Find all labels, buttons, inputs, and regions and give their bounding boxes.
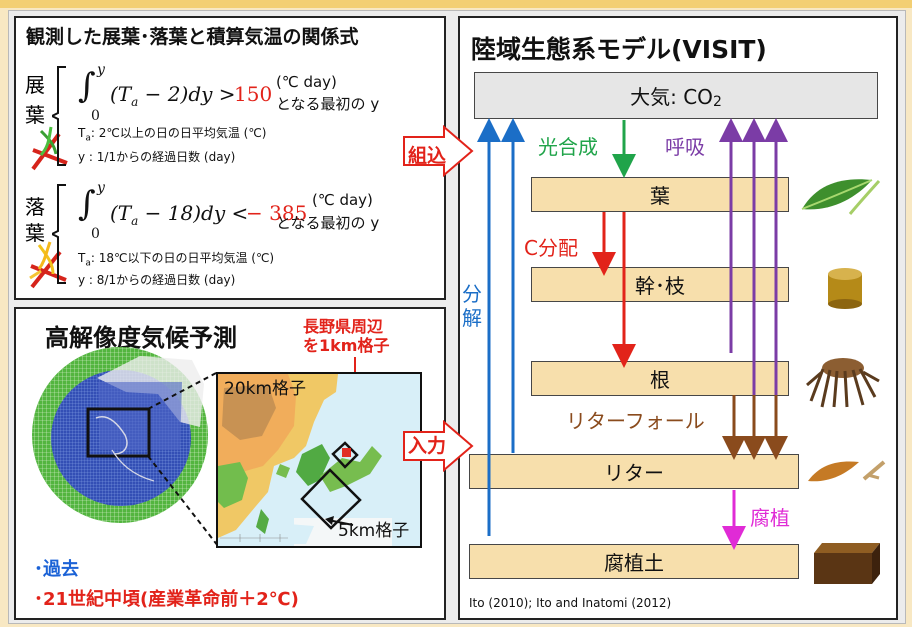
leaf-fall-integral-sign: ∫ xyxy=(78,184,96,224)
leaf-fall-note: となる最初の y xyxy=(276,214,380,232)
leaf-out-ta-description: Ta: 2℃以上の日の日平均気温 (℃) xyxy=(78,124,266,143)
leaf-out-expression-sub: a xyxy=(131,95,139,109)
leaf-fall-y-description: y : 8/1からの経過日数 (day) xyxy=(78,273,236,287)
leaf-fall-expression-left: (T xyxy=(110,201,132,225)
future-period-label: ･21世紀中頃(産業革命前＋2℃) xyxy=(34,589,299,610)
leaf-fall-ta-sub: a xyxy=(85,258,91,269)
leaf-out-expression: (Ta − 2)dy > xyxy=(110,82,236,109)
grid-20km-label: 20km格子 xyxy=(224,379,307,399)
humus-soil-pool-box: 腐植土 xyxy=(469,544,799,579)
photosynthesis-label: 光合成 xyxy=(538,135,598,159)
leaf-out-integral-sign: ∫ xyxy=(78,66,96,106)
litterfall-label: リターフォール xyxy=(566,409,705,433)
leaf-fall-label-2: 葉 xyxy=(25,221,45,245)
stem-icon xyxy=(828,268,862,309)
leaf-out-note: となる最初の y xyxy=(276,95,380,113)
respiration-label: 呼吸 xyxy=(665,135,705,159)
leaf-out-ta-sub: a xyxy=(85,133,91,144)
leaf-out-unit: (℃ day) xyxy=(276,73,337,91)
root-pool-box: 根 xyxy=(531,361,789,396)
leaf-out-label-2: 葉 xyxy=(25,103,45,127)
model-panel-title: 陸域生態系モデル(VISIT) xyxy=(471,35,767,64)
leaf-icon xyxy=(801,179,880,215)
litter-pool-box: リター xyxy=(469,454,799,489)
input-arrow-2 xyxy=(403,420,474,472)
region-label-line-1: 長野県周辺 xyxy=(303,317,384,336)
region-label-line-2: を1km格子 xyxy=(303,336,390,355)
leaf-out-expression-left: (T xyxy=(110,82,132,106)
stem-branch-pool-box: 幹･枝 xyxy=(531,267,789,302)
leaf-out-threshold: 150 xyxy=(234,82,273,106)
leaf-fall-upper-limit: y xyxy=(97,180,105,196)
leaf-out-lower-limit: 0 xyxy=(91,108,100,124)
humus-soil-icon xyxy=(814,543,880,584)
litter-icon xyxy=(808,460,886,482)
leaf-out-branch-icon xyxy=(31,126,68,171)
leaf-fall-ta-description: Ta: 18℃以下の日の日平均気温 (℃) xyxy=(78,249,274,268)
leaf-out-label-1: 展 xyxy=(25,73,45,97)
input-arrow-1 xyxy=(403,125,474,177)
leaf-out-y-description: y : 1/1からの経過日数 (day) xyxy=(78,150,236,164)
carbon-flow-arrows xyxy=(477,118,788,550)
citation-text: Ito (2010); Ito and Inatomi (2012) xyxy=(469,596,672,610)
atmosphere-label: 大気: CO xyxy=(630,85,713,109)
leaf-out-ta-symbol: T xyxy=(78,126,86,140)
past-period-label: ･過去 xyxy=(34,559,79,580)
leaf-fall-expression: (Ta − 18)dy < xyxy=(110,201,248,228)
regional-climate-map xyxy=(216,372,422,548)
leaf-fall-bracket xyxy=(52,184,66,284)
climate-panel-title: 高解像度気候予測 xyxy=(45,324,237,352)
leaf-fall-lower-limit: 0 xyxy=(91,226,100,242)
top-accent-bar xyxy=(0,0,912,8)
leaf-fall-label-1: 落 xyxy=(25,195,45,219)
leaf-out-bracket xyxy=(52,66,66,166)
leaf-out-expression-mid: − 2)dy > xyxy=(138,82,236,106)
root-icon xyxy=(806,358,880,408)
formula-panel xyxy=(14,16,446,300)
leaf-pool-box: 葉 xyxy=(531,177,789,212)
input-arrow-2-label: 入力 xyxy=(408,435,447,457)
grid-5km-label: 5km格子 xyxy=(338,521,410,541)
carbon-allocation-label: C分配 xyxy=(524,236,578,260)
globe-to-map-dashed-lines xyxy=(147,371,219,547)
leaf-fall-unit: (℃ day) xyxy=(312,191,373,209)
leaf-fall-ta-text: : 18℃以下の日の日平均気温 (℃) xyxy=(90,251,275,265)
input-arrow-1-label: 組込 xyxy=(408,145,447,167)
atmosphere-subscript: 2 xyxy=(712,93,722,110)
leaf-fall-expression-mid: − 18)dy < xyxy=(138,201,249,225)
leaf-out-ta-text: : 2℃以上の日の日平均気温 (℃) xyxy=(90,126,267,140)
leaf-fall-threshold: − 385 xyxy=(246,201,308,225)
decomposition-label: 分解 xyxy=(462,282,482,330)
global-climate-grid-globe xyxy=(32,347,208,523)
humification-label: 腐植 xyxy=(750,506,790,530)
leaf-fall-expression-sub: a xyxy=(131,214,139,228)
leaf-out-upper-limit: y xyxy=(97,62,105,78)
leaf-fall-ta-symbol: T xyxy=(78,251,86,265)
formula-panel-title: 観測した展葉･落葉と積算気温の関係式 xyxy=(26,26,359,48)
